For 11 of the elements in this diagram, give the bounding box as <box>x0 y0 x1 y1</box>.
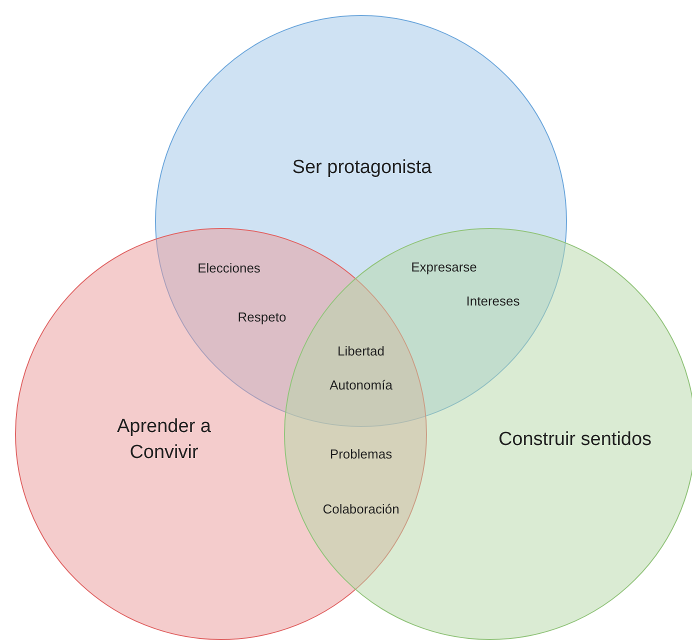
overlap-label: Elecciones <box>198 259 260 278</box>
circle-title: Ser protagonista <box>291 156 433 180</box>
circle-title: Aprender a Convivir <box>116 415 212 465</box>
overlap-label: Intereses <box>466 292 520 310</box>
overlap-label: Respeto <box>238 308 286 326</box>
circle-title: Construir sentidos <box>497 428 653 452</box>
overlap-label: Libertad <box>338 342 384 360</box>
overlap-label: Autonomía <box>330 376 392 394</box>
overlap-label: Problemas <box>330 445 392 464</box>
overlap-label: Expresarse <box>411 258 477 276</box>
overlap-label: Colaboración <box>322 500 400 518</box>
